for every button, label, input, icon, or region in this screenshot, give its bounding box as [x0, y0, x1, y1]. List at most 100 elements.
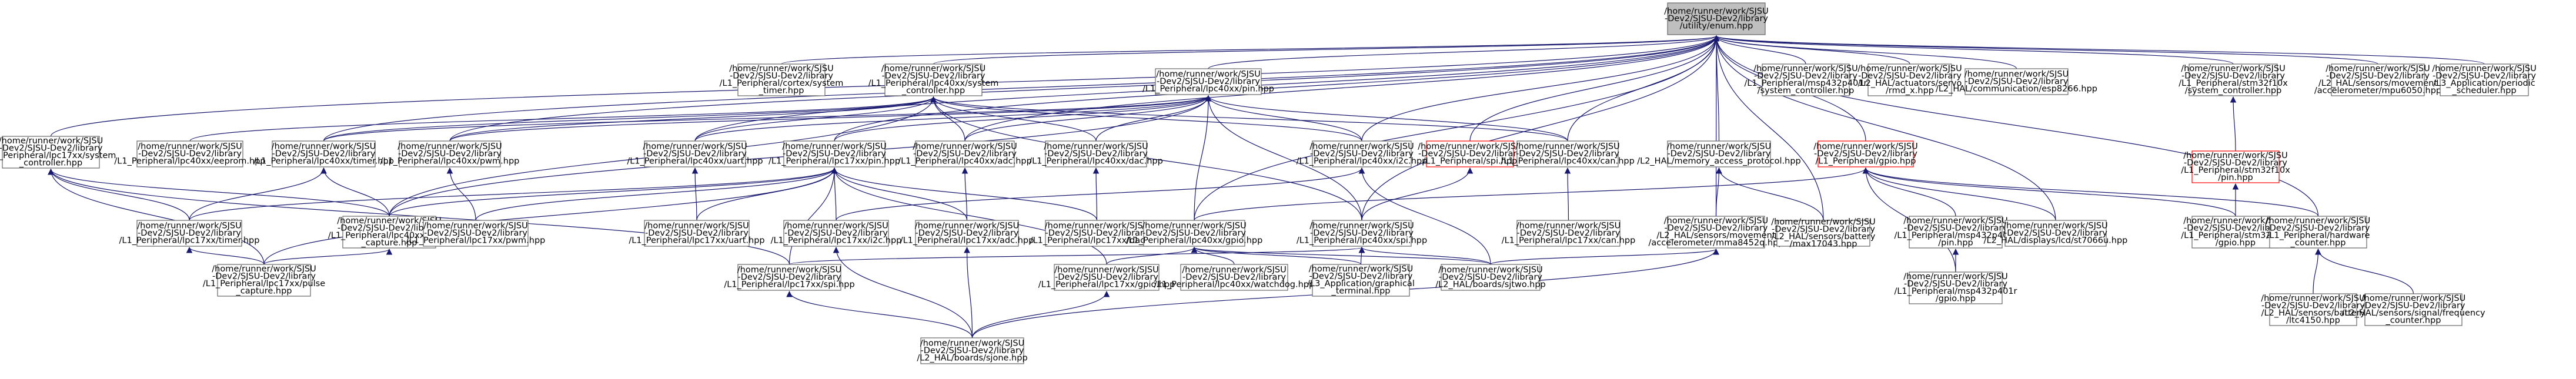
edge-esp8266-to-root — [1713, 35, 2017, 69]
node-graphical-terminal[interactable]: /home/runner/work/SJSU-Dev2/SJSU-Dev2/li… — [1307, 264, 1415, 297]
node-label-line: /home/runner/work/SJSU — [1516, 221, 1621, 230]
node-root[interactable]: /home/runner/work/SJSU-Dev2/SJSU-Dev2/li… — [1664, 2, 1769, 35]
node-lpc40xx-dac[interactable]: /home/runner/work/SJSU-Dev2/SJSU-Dev2/li… — [1029, 140, 1163, 167]
node-label-line: -Dev2/SJSU-Dev2/library — [1055, 273, 1158, 282]
node-label-line: /home/runner/work/SJSU — [2183, 216, 2287, 226]
node-st7066u[interactable]: /home/runner/work/SJSU-Dev2/SJSU-Dev2/li… — [1984, 220, 2128, 247]
edge-lpc17xx_pulse_capture-to-lpc17xx_timer — [186, 246, 265, 265]
node-l1-spi[interactable]: /home/runner/work/SJSU-Dev2/SJSU-Dev2/li… — [1418, 140, 1522, 167]
node-lpc40xx-spi[interactable]: /home/runner/work/SJSU-Dev2/SJSU-Dev2/li… — [1297, 220, 1427, 247]
node-sjtwo[interactable]: /home/runner/work/SJSU-Dev2/SJSU-Dev2/li… — [1435, 264, 1546, 291]
node-stm32f10x-gpio[interactable]: /home/runner/work/SJSU-Dev2/SJSU-Dev2/li… — [2181, 216, 2290, 249]
node-box — [1667, 216, 1765, 249]
edge-lpc17xx_adc-to-lpc17xx_pin — [831, 167, 968, 221]
node-label-line: /L1_Peripheral/lpc17xx/pwm.hpp — [406, 236, 546, 245]
node-label-line: -Dev2/SJSU-Dev2/library — [916, 229, 1019, 238]
node-lpc40xx-pin[interactable]: /home/runner/work/SJSU-Dev2/SJSU-Dev2/li… — [1142, 68, 1274, 95]
node-rmd-x[interactable]: /home/runner/work/SJSU-Dev2/SJSU-Dev2/li… — [1857, 63, 1962, 96]
node-label-line: /home/runner/work/SJSU — [1515, 142, 1619, 151]
node-lpc40xx-pwm[interactable]: /home/runner/work/SJSU-Dev2/SJSU-Dev2/li… — [380, 140, 520, 167]
node-label-line: -Dev2/SJSU-Dev2/library — [730, 72, 833, 81]
node-label-line: /L2_HAL/boards/sjone.hpp — [917, 353, 1027, 363]
node-label-line: _timer.hpp — [759, 86, 804, 96]
node-label-line: /home/runner/work/SJSU — [1044, 142, 1148, 151]
node-cortex-system-timer[interactable]: /home/runner/work/SJSU-Dev2/SJSU-Dev2/li… — [720, 63, 844, 96]
edge-lpc40xx_spi-to-lpc40xx_pin — [1205, 95, 1362, 221]
node-label-line: -Dev2/SJSU-Dev2/library — [1045, 229, 1149, 238]
node-l1-gpio[interactable]: /home/runner/work/SJSU-Dev2/SJSU-Dev2/li… — [1813, 140, 1918, 167]
node-lpc17xx-i2c[interactable]: /home/runner/work/SJSU-Dev2/SJSU-Dev2/li… — [771, 220, 902, 247]
node-ltc4150[interactable]: /home/runner/work/SJSU-Dev2/SJSU-Dev2/li… — [2261, 293, 2365, 326]
edge-graphical_terminal-to-lpc40xx_spi — [1358, 246, 1365, 265]
node-lpc40xx-adc[interactable]: /home/runner/work/SJSU-Dev2/SJSU-Dev2/li… — [898, 140, 1032, 167]
node-lpc17xx-timer[interactable]: /home/runner/work/SJSU-Dev2/SJSU-Dev2/li… — [119, 220, 260, 247]
node-lpc40xx-gpio[interactable]: /home/runner/work/SJSU-Dev2/SJSU-Dev2/li… — [1126, 220, 1263, 247]
node-box — [272, 140, 376, 167]
node-msp432p401r-system-controller[interactable]: /home/runner/work/SJSU-Dev2/SJSU-Dev2/li… — [1744, 63, 1867, 96]
edge-lpc40xx_adc-to-lpc40xx_system_controller — [930, 96, 965, 142]
node-lpc17xx-pwm[interactable]: /home/runner/work/SJSU-Dev2/SJSU-Dev2/li… — [406, 220, 546, 247]
node-periodic-scheduler[interactable]: /home/runner/work/SJSU-Dev2/SJSU-Dev2/li… — [2432, 63, 2537, 96]
node-lpc40xx-system-controller[interactable]: /home/runner/work/SJSU-Dev2/SJSU-Dev2/li… — [868, 63, 999, 96]
node-label-line: /L1_Peripheral/lpc17xx/dac.hpp — [1030, 236, 1164, 245]
edge-lpc40xx_adc-to-lpc40xx_pin — [964, 95, 1212, 142]
node-msp432p401r-gpio[interactable]: /home/runner/work/SJSU-Dev2/SJSU-Dev2/li… — [1894, 271, 2017, 304]
node-stm32f10x-system-controller[interactable]: /home/runner/work/SJSU-Dev2/SJSU-Dev2/li… — [2179, 63, 2288, 96]
node-lpc17xx-can[interactable]: /home/runner/work/SJSU-Dev2/SJSU-Dev2/li… — [1502, 220, 1636, 247]
node-lpc17xx-pulse-capture[interactable]: /home/runner/work/SJSU-Dev2/SJSU-Dev2/li… — [203, 264, 325, 297]
edges-layer — [48, 35, 2485, 338]
node-signal-frequency-counter[interactable]: /home/runner/work/SJSU-Dev2/SJSU-Dev2/li… — [2341, 293, 2485, 326]
node-box — [136, 140, 243, 167]
edge-lpc40xx_pulse_capture-to-lpc40xx_timer — [320, 167, 390, 217]
edge-hardware_counter-to-root — [1713, 35, 2319, 217]
node-label-line: /home/runner/work/SJSU — [643, 142, 747, 151]
node-label-line: -Dev2/SJSU-Dev2/library — [1668, 149, 1771, 159]
node-sjone[interactable]: /home/runner/work/SJSU-Dev2/SJSU-Dev2/li… — [917, 337, 1028, 364]
node-mma8452q[interactable]: /home/runner/work/SJSU-Dev2/SJSU-Dev2/li… — [1648, 216, 1784, 249]
edge-lpc17xx_i2c-to-lpc17xx_pin — [831, 167, 838, 221]
node-hardware-counter[interactable]: /home/runner/work/SJSU-Dev2/SJSU-Dev2/li… — [2266, 216, 2370, 249]
node-label-line: /L2_HAL/sensors/movement — [2318, 79, 2437, 88]
edge-mpu6050-to-root — [1713, 35, 2378, 65]
node-memory-access-protocol[interactable]: /home/runner/work/SJSU-Dev2/SJSU-Dev2/li… — [1637, 140, 1801, 167]
node-lpc17xx-adc[interactable]: /home/runner/work/SJSU-Dev2/SJSU-Dev2/li… — [900, 220, 1034, 247]
node-label-line: -Dev2/SJSU-Dev2/library — [424, 229, 527, 238]
edge-lpc40xx_pwm-to-lpc40xx_system_controller — [449, 96, 937, 142]
node-label-line: /home/runner/work/SJSU — [138, 142, 242, 151]
node-box — [1426, 140, 1514, 167]
edge-lpc40xx_adc-to-root — [964, 35, 1720, 142]
node-label-line: /L2_HAL/displays/lcd/st7066u.hpp — [1984, 236, 2128, 245]
node-lpc40xx-eeprom[interactable]: /home/runner/work/SJSU-Dev2/SJSU-Dev2/li… — [114, 140, 266, 167]
node-lpc40xx-timer[interactable]: /home/runner/work/SJSU-Dev2/SJSU-Dev2/li… — [253, 140, 394, 167]
node-esp8266[interactable]: /home/runner/work/SJSU-Dev2/SJSU-Dev2/li… — [1936, 68, 2097, 95]
node-label-line: /home/runner/work/SJSU — [881, 64, 985, 73]
node-max17043[interactable]: /home/runner/work/SJSU-Dev2/SJSU-Dev2/li… — [1771, 217, 1875, 249]
node-label-line: _counter.hpp — [2290, 239, 2346, 248]
node-lpc40xx-uart[interactable]: /home/runner/work/SJSU-Dev2/SJSU-Dev2/li… — [627, 140, 763, 167]
node-lpc40xx-pulse-capture[interactable]: /home/runner/work/SJSU-Dev2/SJSU-Dev2/li… — [328, 216, 450, 249]
node-lpc40xx-watchdog[interactable]: /home/runner/work/SJSU-Dev2/SJSU-Dev2/li… — [1154, 264, 1314, 291]
node-label-line: /L1_Peripheral/msp432p401r — [1894, 287, 2017, 296]
node-lpc17xx-dac[interactable]: /home/runner/work/SJSU-Dev2/SJSU-Dev2/li… — [1030, 220, 1164, 247]
node-label-line: -Dev2/SJSU-Dev2/library — [1044, 149, 1148, 159]
node-label-line: -Dev2/SJSU-Dev2/library — [138, 149, 242, 159]
node-lpc40xx-i2c[interactable]: /home/runner/work/SJSU-Dev2/SJSU-Dev2/li… — [1297, 140, 1428, 167]
node-box — [217, 264, 311, 297]
node-lpc17xx-gpio[interactable]: /home/runner/work/SJSU-Dev2/SJSU-Dev2/li… — [1038, 264, 1175, 291]
node-label-line: -Dev2/SJSU-Dev2/library — [882, 72, 985, 81]
node-label-line: /home/runner/work/SJSU — [737, 265, 841, 274]
node-lpc17xx-system-controller[interactable]: /home/runner/work/SJSU-Dev2/SJSU-Dev2/li… — [0, 136, 116, 169]
edge-max17043-to-memory_access_protocol — [1716, 167, 1824, 221]
node-lpc17xx-pin[interactable]: /home/runner/work/SJSU-Dev2/SJSU-Dev2/li… — [769, 140, 900, 167]
node-stm32f10x-pin[interactable]: /home/runner/work/SJSU-Dev2/SJSU-Dev2/li… — [2181, 150, 2290, 183]
node-lpc17xx-spi[interactable]: /home/runner/work/SJSU-Dev2/SJSU-Dev2/li… — [724, 264, 855, 291]
node-msp432p401r-pin[interactable]: /home/runner/work/SJSU-Dev2/SJSU-Dev2/li… — [1894, 216, 2017, 249]
node-mpu6050[interactable]: /home/runner/work/SJSU-Dev2/SJSU-Dev2/li… — [2314, 63, 2441, 96]
node-box — [1867, 63, 1952, 96]
node-lpc17xx-uart[interactable]: /home/runner/work/SJSU-Dev2/SJSU-Dev2/li… — [629, 220, 765, 247]
edge-lpc17xx_pin-to-lpc40xx_pin — [834, 95, 1212, 142]
node-label-line: -Dev2/SJSU-Dev2/library — [1516, 149, 1619, 159]
edge-lpc40xx_timer-to-lpc40xx_system_controller — [323, 96, 937, 142]
edge-lpc40xx_eeprom-to-lpc40xx_system_controller — [189, 96, 937, 142]
node-lpc40xx-can[interactable]: /home/runner/work/SJSU-Dev2/SJSU-Dev2/li… — [1501, 140, 1635, 167]
